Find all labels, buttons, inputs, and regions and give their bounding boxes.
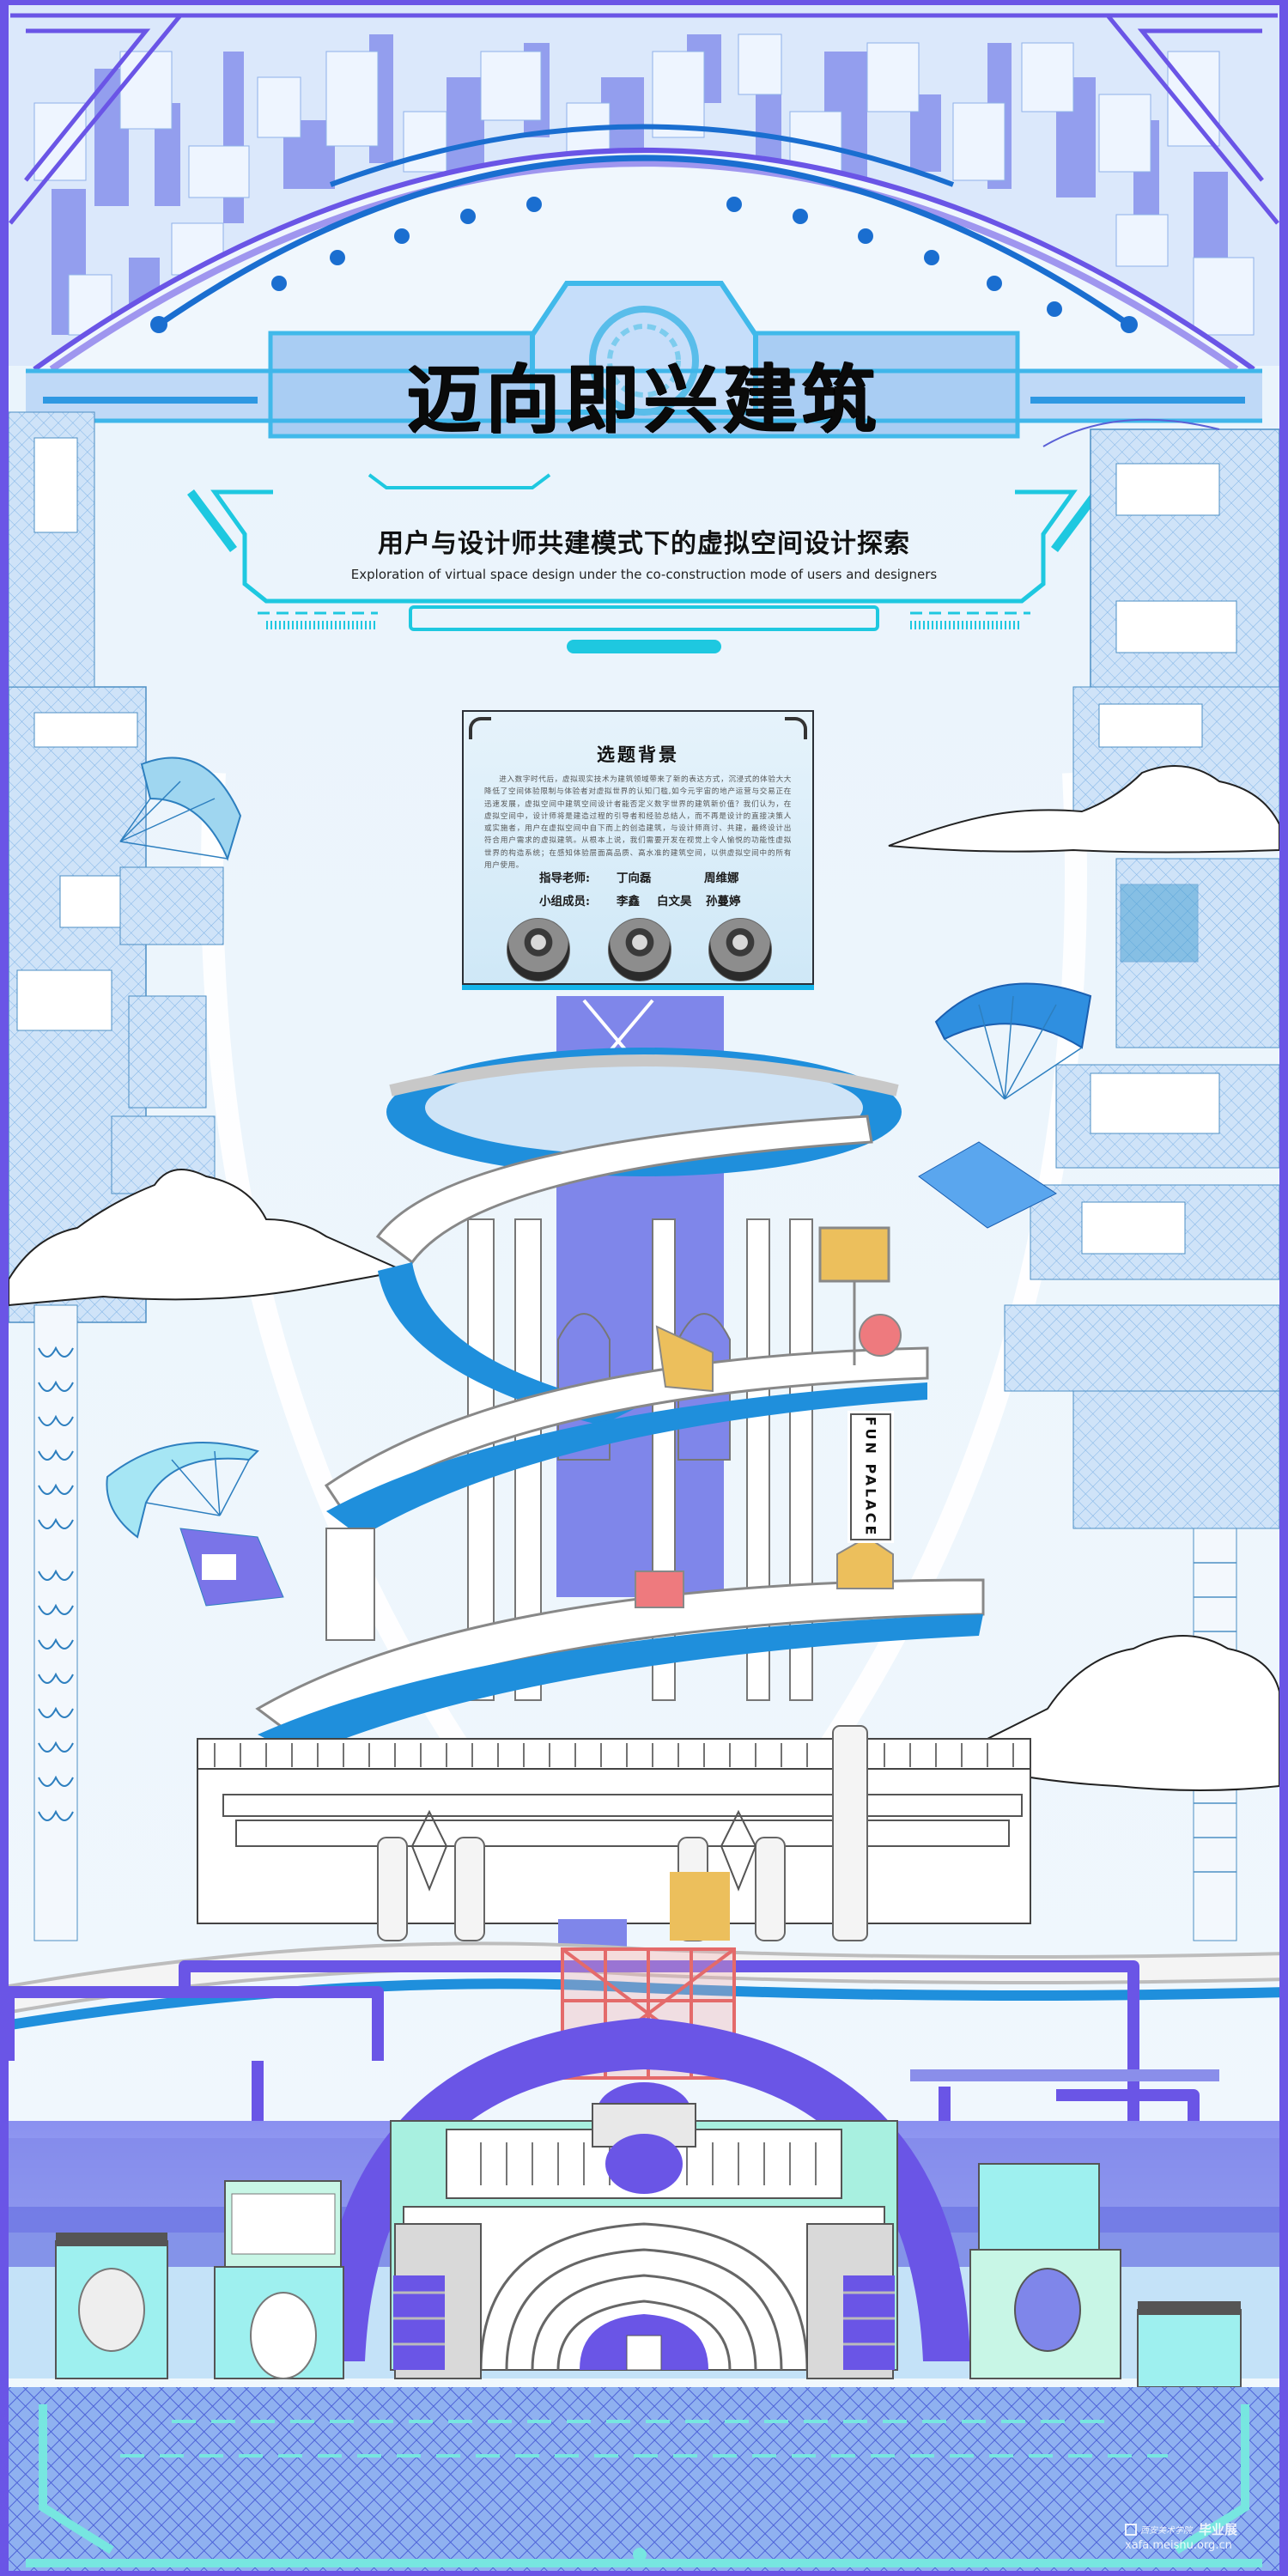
card-body-text: 进入数字时代后，虚拟现实技术为建筑领域带来了新的表达方式，沉浸式的体验大大降低了… xyxy=(484,775,792,871)
member-name: 孙蔓婷 xyxy=(706,895,741,908)
hatched-floor xyxy=(9,2387,1279,2571)
title-banner xyxy=(26,281,1262,439)
member-label: 小组成员: xyxy=(539,895,590,908)
member-avatar-2 xyxy=(608,918,671,981)
member-name: 白文昊 xyxy=(657,895,692,908)
member-avatar-1 xyxy=(507,918,570,981)
school-name: 西安美术学院 xyxy=(1140,2526,1192,2536)
paraglider-left-top xyxy=(119,756,242,861)
side-machines xyxy=(55,2163,1242,2388)
school-logo-icon xyxy=(1125,2523,1137,2536)
fun-palace-sign: FUN PALACE xyxy=(848,1411,894,1543)
yellow-sign-block xyxy=(818,1226,890,1283)
fun-palace-sign-text: FUN PALACE xyxy=(862,1416,879,1538)
paraglider-left-bottom xyxy=(106,1442,284,1607)
fun-palace-tower xyxy=(255,996,985,1756)
advisor-label: 指导老师: xyxy=(539,872,590,885)
poster-subtitle-cn: 用户与设计师共建模式下的虚拟空间设计探索 xyxy=(378,529,910,559)
poster-subtitle-en: Exploration of virtual space design unde… xyxy=(350,567,938,582)
card-heading: 选题背景 xyxy=(597,744,679,765)
exhibition-watermark: 西安美术学院 毕业展 xafa.meishu.org.cn xyxy=(1125,2520,1279,2552)
cloud-right-top xyxy=(888,765,1280,854)
dial-arc xyxy=(150,124,1138,333)
floor-circuit-lines xyxy=(26,2404,1262,2567)
card-corner-ornament xyxy=(469,717,491,739)
left-floating-city xyxy=(8,411,224,1941)
tower-base-platform xyxy=(197,1725,1031,1953)
paraglider-right xyxy=(918,982,1092,1229)
watermark-url: xafa.meishu.org.cn xyxy=(1125,2539,1232,2552)
topic-background-card: 选题背景 进入数字时代后，虚拟现实技术为建筑领域带来了新的表达方式，沉浸式的体验… xyxy=(462,710,814,985)
advisor-name: 丁向磊 xyxy=(617,872,652,885)
advisor-name: 周维娜 xyxy=(704,872,739,885)
member-avatar-3 xyxy=(708,918,772,981)
member-name: 李鑫 xyxy=(617,895,640,908)
poster-title: 迈向即兴建筑 xyxy=(407,357,881,443)
card-corner-ornament xyxy=(785,717,807,739)
dome-gate xyxy=(318,2018,970,2379)
cloud-left xyxy=(8,1169,407,1307)
frame-corner-decoration xyxy=(9,13,1279,225)
exhibition-label: 毕业展 xyxy=(1199,2522,1238,2537)
